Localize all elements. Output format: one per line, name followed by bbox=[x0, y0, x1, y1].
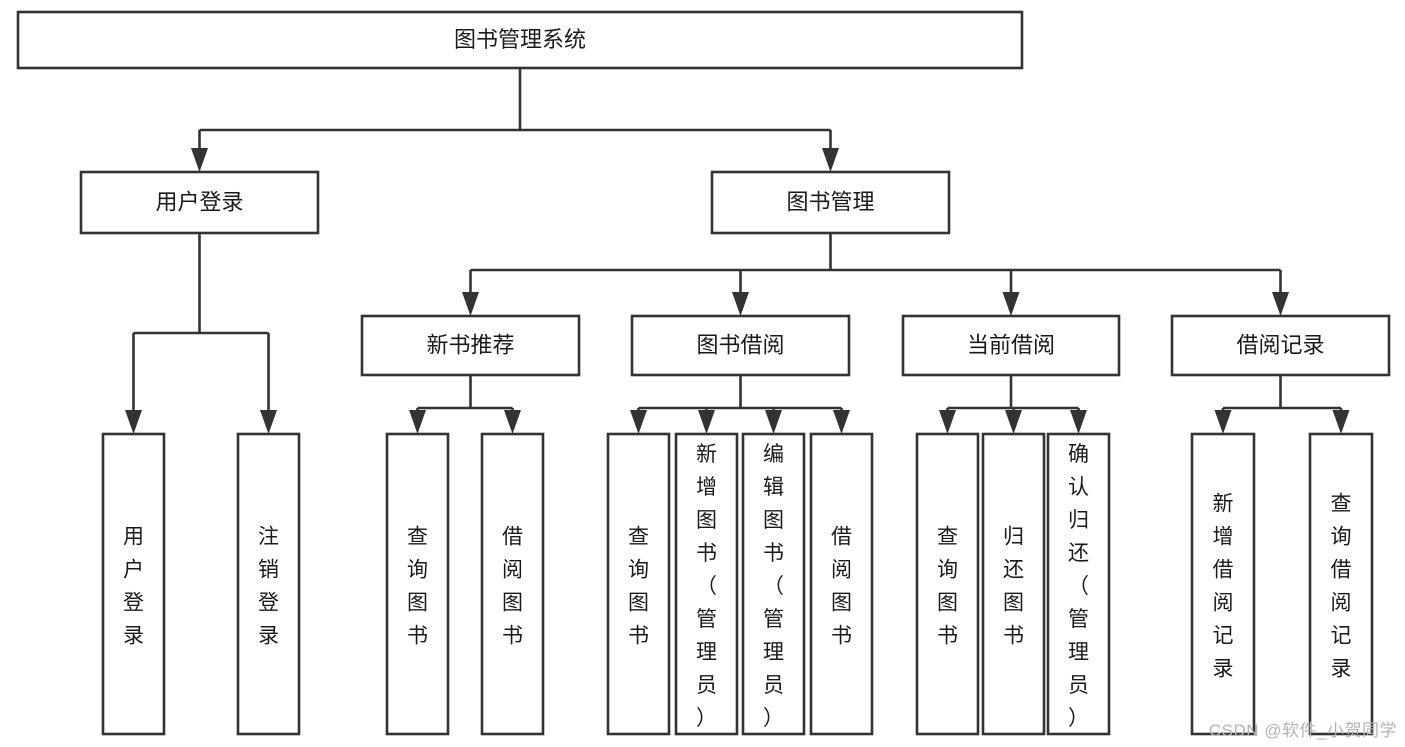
node-label-borrow-borrow-book: 借阅图书 bbox=[831, 526, 852, 648]
node-borrow-add-book[interactable]: 新增图书（管理员） bbox=[674, 432, 739, 736]
node-box-current-confirm-return[interactable] bbox=[1046, 432, 1111, 736]
node-box-record-query[interactable] bbox=[1308, 432, 1374, 736]
node-box-current-return-book[interactable] bbox=[981, 432, 1046, 736]
node-new-book-recommend[interactable]: 新书推荐 bbox=[360, 314, 581, 377]
node-label-borrow-records: 借阅记录 bbox=[1236, 332, 1324, 357]
node-box-borrow-records[interactable] bbox=[1170, 314, 1391, 377]
node-label-current-borrow: 当前借阅 bbox=[967, 332, 1055, 357]
node-box-borrow-query-book[interactable] bbox=[606, 432, 671, 736]
node-label-new-book-recommend: 新书推荐 bbox=[426, 332, 514, 357]
node-box-borrow-add-book[interactable] bbox=[674, 432, 739, 736]
node-label-recommend-borrow-book: 借阅图书 bbox=[502, 526, 523, 648]
node-user-logout[interactable]: 注销登录 bbox=[236, 432, 301, 736]
arrow-head-icon bbox=[765, 410, 782, 434]
arrow-head-icon bbox=[462, 292, 479, 316]
arrow-head-icon bbox=[939, 410, 956, 434]
node-label-book-management: 图书管理 bbox=[786, 189, 874, 214]
node-root[interactable]: 图书管理系统 bbox=[16, 10, 1024, 70]
node-record-query[interactable]: 查询借阅记录 bbox=[1308, 432, 1374, 736]
node-label-borrow-query-book: 查询图书 bbox=[628, 526, 649, 648]
arrow-head-icon bbox=[125, 410, 142, 434]
node-label-current-return-book: 归还图书 bbox=[1003, 526, 1024, 648]
node-current-return-book[interactable]: 归还图书 bbox=[981, 432, 1046, 736]
node-label-book-borrow: 图书借阅 bbox=[696, 332, 784, 357]
node-box-user-login-do[interactable] bbox=[101, 432, 166, 736]
node-book-borrow[interactable]: 图书借阅 bbox=[630, 314, 851, 377]
node-box-recommend-borrow-book[interactable] bbox=[480, 432, 545, 736]
node-label-record-add: 新增借阅记录 bbox=[1213, 493, 1234, 681]
node-box-new-book-recommend[interactable] bbox=[360, 314, 581, 377]
node-label-root: 图书管理系统 bbox=[454, 27, 586, 52]
node-borrow-edit-book[interactable]: 编辑图书（管理员） bbox=[741, 432, 806, 736]
arrow-head-icon bbox=[1005, 410, 1022, 434]
arrow-head-icon bbox=[833, 410, 850, 434]
node-label-user-logout: 注销登录 bbox=[258, 526, 279, 648]
node-label-current-query-book: 查询图书 bbox=[937, 526, 958, 648]
connector-layer bbox=[125, 68, 1350, 434]
node-label-user-login-do: 用户登录 bbox=[123, 526, 144, 648]
node-box-book-management[interactable] bbox=[710, 170, 951, 235]
node-label-borrow-add-book: 新增图书（管理员） bbox=[696, 443, 717, 730]
node-box-current-query-book[interactable] bbox=[915, 432, 980, 736]
node-recommend-borrow-book[interactable]: 借阅图书 bbox=[480, 432, 545, 736]
node-box-book-borrow[interactable] bbox=[630, 314, 851, 377]
node-book-management[interactable]: 图书管理 bbox=[710, 170, 951, 235]
node-label-record-query: 查询借阅记录 bbox=[1331, 493, 1352, 681]
node-layer: 图书管理系统用户登录用户登录注销登录图书管理新书推荐查询图书借阅图书图书借阅查询… bbox=[16, 10, 1391, 736]
node-current-borrow[interactable]: 当前借阅 bbox=[901, 314, 1121, 377]
node-borrow-query-book[interactable]: 查询图书 bbox=[606, 432, 671, 736]
arrow-head-icon bbox=[504, 410, 521, 434]
node-recommend-query-book[interactable]: 查询图书 bbox=[385, 432, 450, 736]
node-label-recommend-query-book: 查询图书 bbox=[407, 526, 428, 648]
node-box-borrow-borrow-book[interactable] bbox=[809, 432, 874, 736]
node-label-borrow-edit-book: 编辑图书（管理员） bbox=[763, 443, 784, 730]
node-borrow-records[interactable]: 借阅记录 bbox=[1170, 314, 1391, 377]
arrow-head-icon bbox=[409, 410, 426, 434]
arrow-head-icon bbox=[191, 148, 208, 172]
node-user-login-do[interactable]: 用户登录 bbox=[101, 432, 166, 736]
node-current-query-book[interactable]: 查询图书 bbox=[915, 432, 980, 736]
node-box-user-login[interactable] bbox=[79, 170, 320, 235]
node-user-login[interactable]: 用户登录 bbox=[79, 170, 320, 235]
node-current-confirm-return[interactable]: 确认归还（管理员） bbox=[1046, 432, 1111, 736]
arrow-head-icon bbox=[1070, 410, 1087, 434]
node-box-user-logout[interactable] bbox=[236, 432, 301, 736]
arrow-head-icon bbox=[1214, 410, 1232, 434]
arrow-head-icon bbox=[1002, 292, 1020, 316]
arrow-head-icon bbox=[698, 410, 715, 434]
arrow-head-icon bbox=[630, 410, 647, 434]
arrow-head-icon bbox=[822, 148, 839, 172]
node-box-record-add[interactable] bbox=[1190, 432, 1256, 736]
arrow-head-icon bbox=[1332, 410, 1350, 434]
arrow-head-icon bbox=[1272, 292, 1289, 316]
node-box-current-borrow[interactable] bbox=[901, 314, 1121, 377]
node-label-current-confirm-return: 确认归还（管理员） bbox=[1068, 443, 1089, 730]
node-borrow-borrow-book[interactable]: 借阅图书 bbox=[809, 432, 874, 736]
node-record-add[interactable]: 新增借阅记录 bbox=[1190, 432, 1256, 736]
arrow-head-icon bbox=[732, 292, 749, 316]
node-box-borrow-edit-book[interactable] bbox=[741, 432, 806, 736]
arrow-head-icon bbox=[260, 410, 277, 434]
node-box-recommend-query-book[interactable] bbox=[385, 432, 450, 736]
node-label-user-login: 用户登录 bbox=[155, 189, 243, 214]
node-box-root[interactable] bbox=[16, 10, 1024, 70]
